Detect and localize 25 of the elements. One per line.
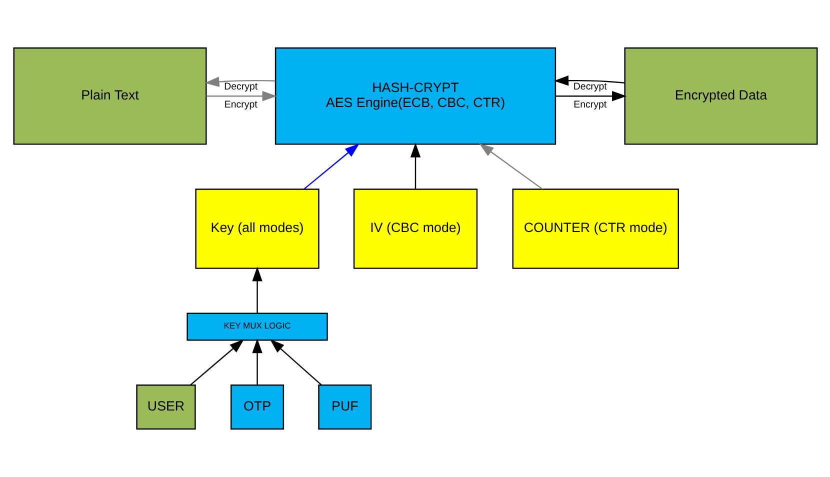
node-box: Encrypted Data	[624, 47, 818, 145]
edge-label: Decrypt	[572, 81, 606, 92]
arrow	[478, 143, 542, 190]
edge-label: Decrypt	[224, 81, 258, 92]
node-box: PUF	[318, 384, 372, 430]
arrow	[303, 143, 359, 190]
arrow	[553, 75, 624, 86]
node-box: Plain Text	[12, 47, 206, 145]
arrow	[252, 266, 262, 314]
arrow	[252, 338, 262, 385]
node-box: OTP	[230, 384, 284, 430]
node-box: KEY MUX LOGIC	[186, 312, 328, 341]
arrow	[206, 90, 276, 102]
edge-label: Encrypt	[573, 100, 606, 111]
node-box: Key (all modes)	[194, 188, 319, 269]
arrow	[190, 339, 244, 386]
arrow	[204, 76, 275, 87]
edge-label: Encrypt	[224, 100, 257, 111]
arrow	[269, 339, 322, 386]
node-box: IV (CBC mode)	[352, 188, 478, 269]
arrow	[555, 90, 626, 102]
node-box: USER	[136, 384, 196, 430]
node-box: COUNTER (CTR mode)	[512, 188, 678, 269]
node-box: HASH-CRYPT AES Engine(ECB, CBC, CTR)	[274, 47, 556, 145]
arrow	[410, 142, 420, 190]
